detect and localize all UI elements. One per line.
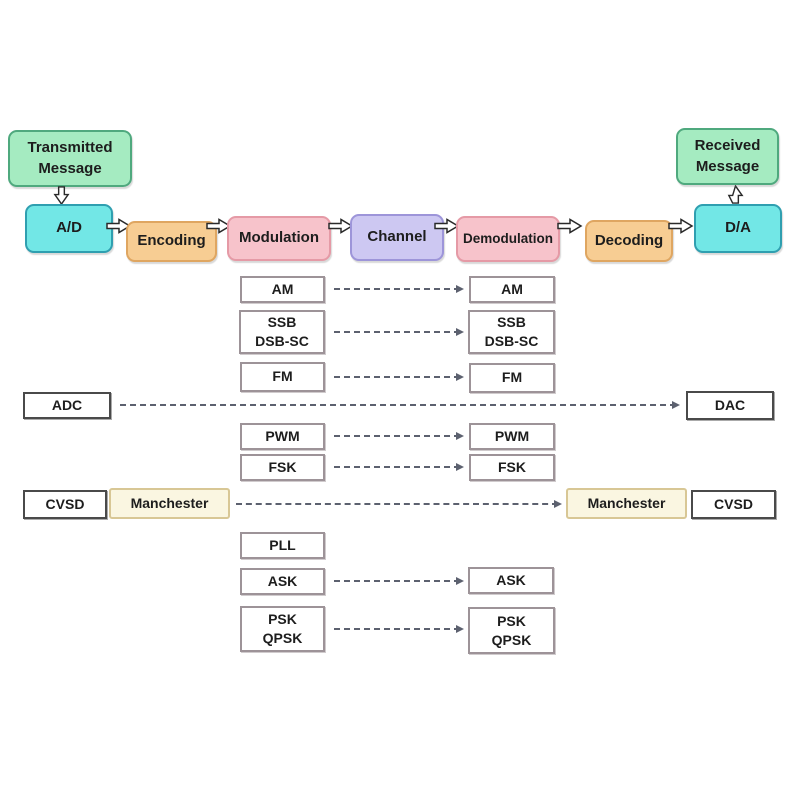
dashed-arrow xyxy=(334,432,464,440)
dashed-arrow xyxy=(334,463,464,471)
modulation-box: Modulation xyxy=(227,216,331,261)
scheme-psk-right-box: PSK QPSK xyxy=(468,607,555,654)
scheme-ssb-left-box: SSB DSB-SC xyxy=(239,310,325,354)
right-block-arrow-icon xyxy=(206,218,232,234)
right-block-arrow-icon xyxy=(106,218,132,234)
scheme-pll-box: PLL xyxy=(240,532,325,559)
manchester-left-box: Manchester xyxy=(109,488,230,519)
dashed-arrow xyxy=(334,577,464,585)
cvsd-right-box: CVSD xyxy=(691,490,776,519)
dashed-arrow xyxy=(334,285,464,293)
encoding-box: Encoding xyxy=(126,221,217,262)
ad-box: A/D xyxy=(25,204,113,253)
dashed-arrow xyxy=(334,328,464,336)
cvsd-dashed-arrow xyxy=(236,500,562,508)
dashed-arrow xyxy=(334,373,464,381)
scheme-ask-right-box: ASK xyxy=(468,567,554,594)
scheme-pwm-left-box: PWM xyxy=(240,423,325,450)
da-box: D/A xyxy=(694,204,782,253)
scheme-fsk-right-box: FSK xyxy=(469,454,555,481)
scheme-ssb-right-box: SSB DSB-SC xyxy=(468,310,555,354)
cvsd-left-box: CVSD xyxy=(23,490,107,519)
right-block-arrow-icon xyxy=(557,218,583,234)
scheme-fsk-left-box: FSK xyxy=(240,454,325,481)
adc-dac-dashed-arrow xyxy=(120,401,680,409)
decoding-box: Decoding xyxy=(585,220,673,262)
right-block-arrow-icon xyxy=(328,218,354,234)
scheme-am-right-box: AM xyxy=(469,276,555,303)
demodulation-box: Demodulation xyxy=(456,216,560,262)
dac-box: DAC xyxy=(686,391,774,420)
adc-box: ADC xyxy=(23,392,111,419)
scheme-am-left-box: AM xyxy=(240,276,325,303)
scheme-pwm-right-box: PWM xyxy=(469,423,555,450)
transmitted-message-box: Transmitted Message xyxy=(8,130,132,187)
received-message-box: Received Message xyxy=(676,128,779,185)
up-block-arrow-icon xyxy=(727,185,744,204)
down-block-arrow-icon xyxy=(53,186,70,205)
manchester-right-box: Manchester xyxy=(566,488,687,519)
dashed-arrow xyxy=(334,625,464,633)
scheme-fm-left-box: FM xyxy=(240,362,325,392)
right-block-arrow-icon xyxy=(668,218,694,234)
scheme-fm-right-box: FM xyxy=(469,363,555,393)
channel-box: Channel xyxy=(350,214,444,261)
scheme-ask-left-box: ASK xyxy=(240,568,325,595)
scheme-psk-left-box: PSK QPSK xyxy=(240,606,325,652)
right-block-arrow-icon xyxy=(434,218,460,234)
